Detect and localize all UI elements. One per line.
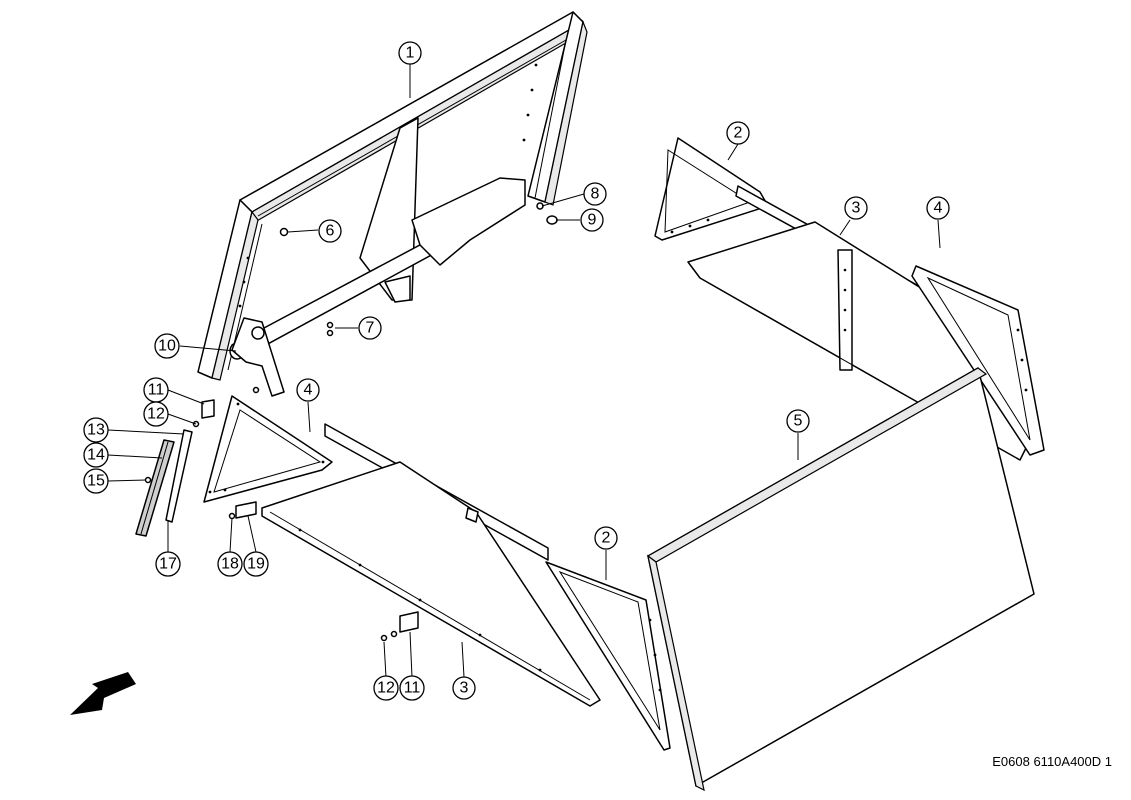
drawing-reference-number: E0608 6110A400D 1 xyxy=(992,754,1112,769)
leader-lines xyxy=(107,64,941,678)
callout-4-upper: 4 xyxy=(926,196,950,220)
svg-text:12: 12 xyxy=(147,406,165,423)
callout-2-lower: 2 xyxy=(594,526,618,550)
right-side-panel-part xyxy=(911,265,1045,456)
callout-4-lower: 4 xyxy=(296,378,320,402)
hinge-parts xyxy=(201,399,419,633)
svg-text:4: 4 xyxy=(934,200,943,217)
svg-text:19: 19 xyxy=(247,556,265,573)
large-side-panel-part xyxy=(646,367,1035,792)
fastener-parts xyxy=(144,202,558,642)
svg-text:11: 11 xyxy=(148,382,165,399)
svg-text:1: 1 xyxy=(406,45,415,62)
svg-text:17: 17 xyxy=(159,556,177,573)
callout-19: 19 xyxy=(243,551,269,577)
front-left-side-panel-part xyxy=(203,395,333,503)
svg-text:5: 5 xyxy=(794,413,803,430)
callout-1: 1 xyxy=(398,41,422,65)
svg-text:8: 8 xyxy=(591,186,600,203)
callout-12-lower: 12 xyxy=(373,675,399,701)
svg-text:4: 4 xyxy=(304,382,313,399)
svg-text:9: 9 xyxy=(588,212,597,229)
svg-text:15: 15 xyxy=(87,473,105,490)
callout-17: 17 xyxy=(155,551,181,577)
callout-8: 8 xyxy=(583,182,607,206)
callout-13: 13 xyxy=(83,417,109,443)
callout-6: 6 xyxy=(318,219,342,243)
front-side-panel-part xyxy=(545,561,671,751)
rear-side-panel-part xyxy=(654,137,769,241)
callout-2-upper: 2 xyxy=(726,121,750,145)
seal-strip-parts xyxy=(135,429,193,537)
callout-3-lower: 3 xyxy=(452,676,476,700)
front-long-frame-part xyxy=(261,423,601,707)
callout-18: 18 xyxy=(217,551,243,577)
callout-3-upper: 3 xyxy=(844,196,868,220)
svg-text:14: 14 xyxy=(87,447,105,464)
callout-9: 9 xyxy=(580,208,604,232)
callout-12-upper: 12 xyxy=(143,401,169,427)
svg-text:10: 10 xyxy=(158,338,176,355)
svg-text:2: 2 xyxy=(602,530,611,547)
callout-10: 10 xyxy=(154,333,180,359)
svg-text:6: 6 xyxy=(326,223,335,240)
direction-arrow-icon xyxy=(70,672,136,715)
front-frame-part xyxy=(197,11,588,397)
svg-text:18: 18 xyxy=(221,556,239,573)
callout-5: 5 xyxy=(786,409,810,433)
callout-7: 7 xyxy=(358,316,382,340)
callout-15: 15 xyxy=(83,468,109,494)
callout-11-lower: 11 xyxy=(399,675,425,701)
svg-text:12: 12 xyxy=(377,680,395,697)
svg-text:11: 11 xyxy=(404,680,421,697)
svg-text:3: 3 xyxy=(460,680,469,697)
svg-text:3: 3 xyxy=(852,200,861,217)
svg-text:7: 7 xyxy=(366,320,375,337)
svg-text:13: 13 xyxy=(87,422,105,439)
svg-text:2: 2 xyxy=(734,125,743,142)
callout-11-upper: 11 xyxy=(143,377,169,403)
callout-14: 14 xyxy=(83,442,109,468)
